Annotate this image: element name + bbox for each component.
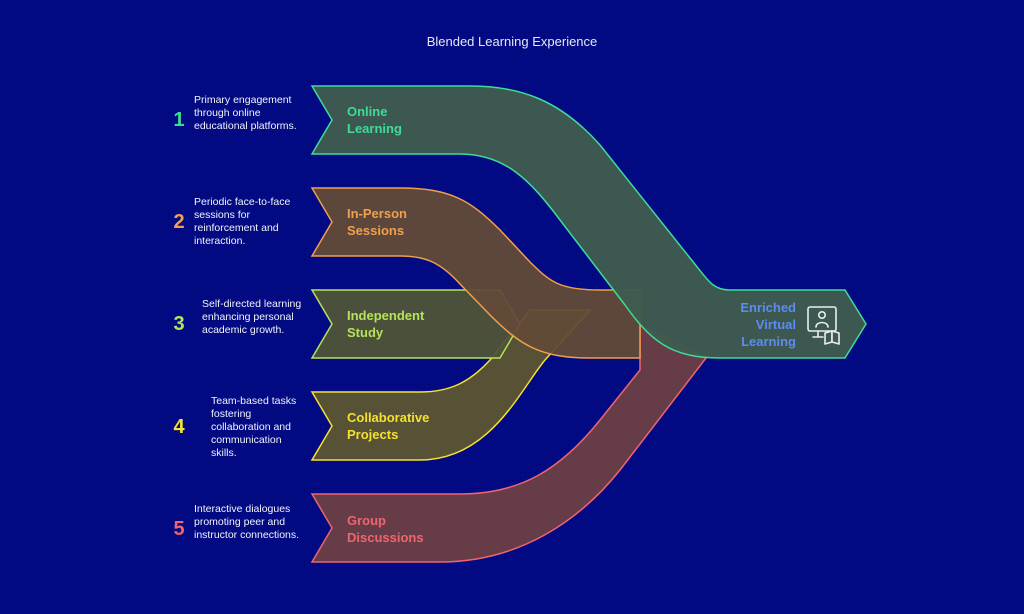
flow-label-collaborative-projects: Collaborative Projects	[347, 409, 429, 443]
label-line: Group	[347, 513, 386, 528]
output-label-enriched-virtual-learning: Enriched Virtual Learning	[706, 299, 796, 350]
flow-online-learning	[310, 85, 867, 359]
flow-in-person-sessions	[310, 187, 641, 359]
step-description-5: Interactive dialogues promoting peer and…	[194, 503, 300, 541]
label-line: In-Person	[347, 206, 407, 221]
label-line: Projects	[347, 427, 399, 442]
label-line: Virtual	[755, 317, 796, 332]
flow-label-online-learning: Online Learning	[347, 103, 402, 137]
flow-label-independent-study: Independent Study	[347, 307, 424, 341]
diagram-title: Blended Learning Experience	[426, 34, 598, 49]
step-number-5: 5	[173, 518, 185, 540]
label-line: Online	[347, 104, 388, 119]
step-number-1: 1	[173, 109, 185, 131]
step-description-3: Self-directed learning enhancing persona…	[202, 298, 302, 336]
flow-label-group-discussions: Group Discussions	[347, 512, 424, 546]
step-number-4: 4	[173, 416, 185, 438]
step-description-1: Primary engagement through online educat…	[194, 94, 297, 132]
virtual-classroom-icon	[807, 306, 840, 345]
step-description-4: Team-based tasks fostering collaboration…	[211, 395, 297, 459]
label-line: Independent	[347, 308, 425, 323]
flow-group-discussions	[310, 323, 708, 563]
label-line: Discussions	[347, 530, 424, 545]
step-number-2: 2	[173, 211, 185, 233]
label-line: Study	[347, 325, 384, 340]
label-line: Learning	[741, 334, 796, 349]
step-description-2: Periodic face-to-face sessions for reinf…	[194, 196, 291, 247]
flow-collaborative-projects	[310, 309, 592, 461]
label-line: Sessions	[347, 223, 405, 238]
label-line: Enriched	[740, 300, 796, 315]
flow-label-in-person-sessions: In-Person Sessions	[347, 205, 407, 239]
step-number-3: 3	[173, 313, 185, 335]
label-line: Collaborative	[347, 410, 430, 425]
label-line: Learning	[347, 121, 402, 136]
